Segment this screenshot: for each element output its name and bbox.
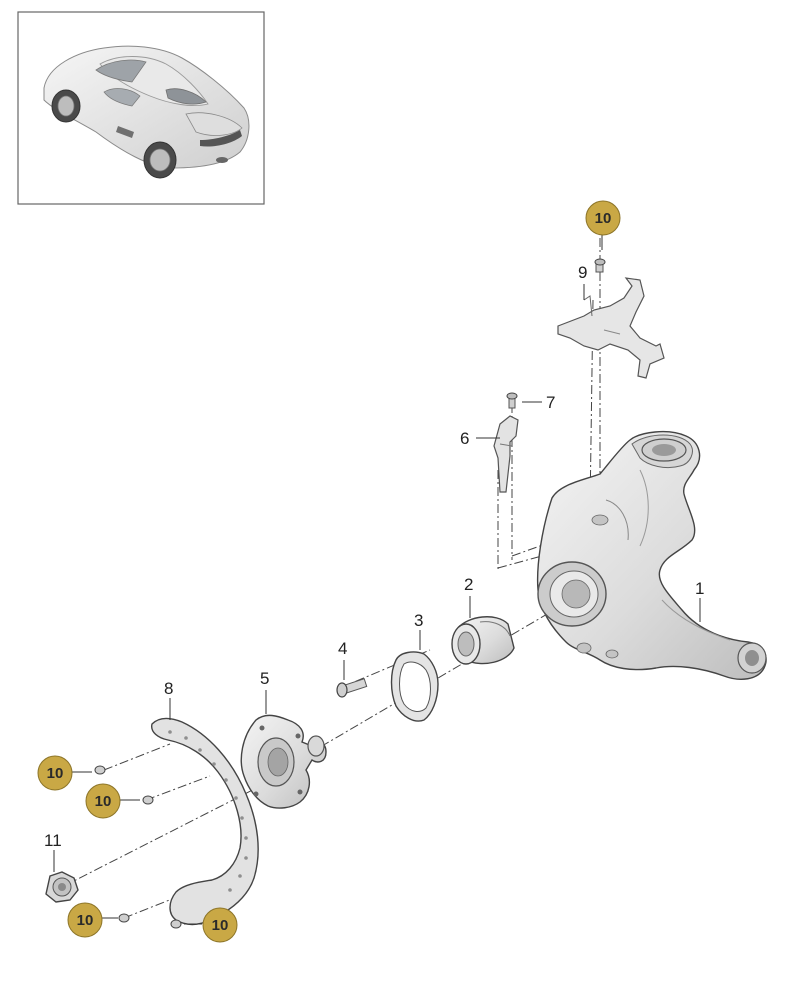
callout-2[interactable]: 2 xyxy=(464,575,473,594)
svg-text:10: 10 xyxy=(95,793,112,810)
brake-line-bracket-part[interactable] xyxy=(557,277,665,379)
screw-10-bottom-a[interactable] xyxy=(118,913,130,923)
wheel-carrier-part[interactable] xyxy=(536,430,767,680)
screw-10-left-b[interactable] xyxy=(142,795,154,805)
wheel-hub-part[interactable] xyxy=(240,714,327,809)
screw-10-bottom-b[interactable] xyxy=(170,919,182,929)
svg-text:10: 10 xyxy=(212,917,229,934)
callout-7[interactable]: 7 xyxy=(546,393,555,412)
callout-3[interactable]: 3 xyxy=(414,611,423,630)
torque-badge[interactable]: 10 xyxy=(37,755,73,791)
torque-badge[interactable]: 10 xyxy=(85,783,121,819)
callout-5[interactable]: 5 xyxy=(260,669,269,688)
wheel-bearing-part[interactable] xyxy=(451,616,515,665)
callouts: 1 2 3 4 5 6 7 8 9 11 xyxy=(44,263,704,850)
torque-badge[interactable]: 10 xyxy=(585,200,621,236)
torque-badge[interactable]: 10 xyxy=(202,907,238,943)
sensor-bracket-part[interactable] xyxy=(493,415,519,493)
svg-text:10: 10 xyxy=(47,765,64,782)
leader-lines xyxy=(53,234,701,925)
car-thumbnail[interactable] xyxy=(17,11,265,205)
callout-1[interactable]: 1 xyxy=(695,579,704,598)
nut-part[interactable] xyxy=(45,871,79,903)
bolt-part[interactable] xyxy=(336,678,368,698)
torque-badges: 10 10 10 10 10 xyxy=(37,200,621,943)
screws xyxy=(94,258,606,929)
svg-text:10: 10 xyxy=(595,210,612,227)
callout-8[interactable]: 8 xyxy=(164,679,173,698)
callout-6[interactable]: 6 xyxy=(460,429,469,448)
assembly-lines xyxy=(63,238,601,925)
screw-10-top[interactable] xyxy=(594,258,606,273)
seal-plate-part[interactable] xyxy=(390,651,439,722)
svg-text:10: 10 xyxy=(77,912,94,929)
screw-7-part[interactable] xyxy=(506,392,518,409)
callout-11[interactable]: 11 xyxy=(44,831,62,850)
callout-9[interactable]: 9 xyxy=(578,263,587,282)
dust-shield-part[interactable] xyxy=(151,717,259,926)
car-icon xyxy=(43,45,250,179)
torque-badge[interactable]: 10 xyxy=(67,902,103,938)
screw-10-left-a[interactable] xyxy=(94,765,106,775)
callout-4[interactable]: 4 xyxy=(338,639,347,658)
